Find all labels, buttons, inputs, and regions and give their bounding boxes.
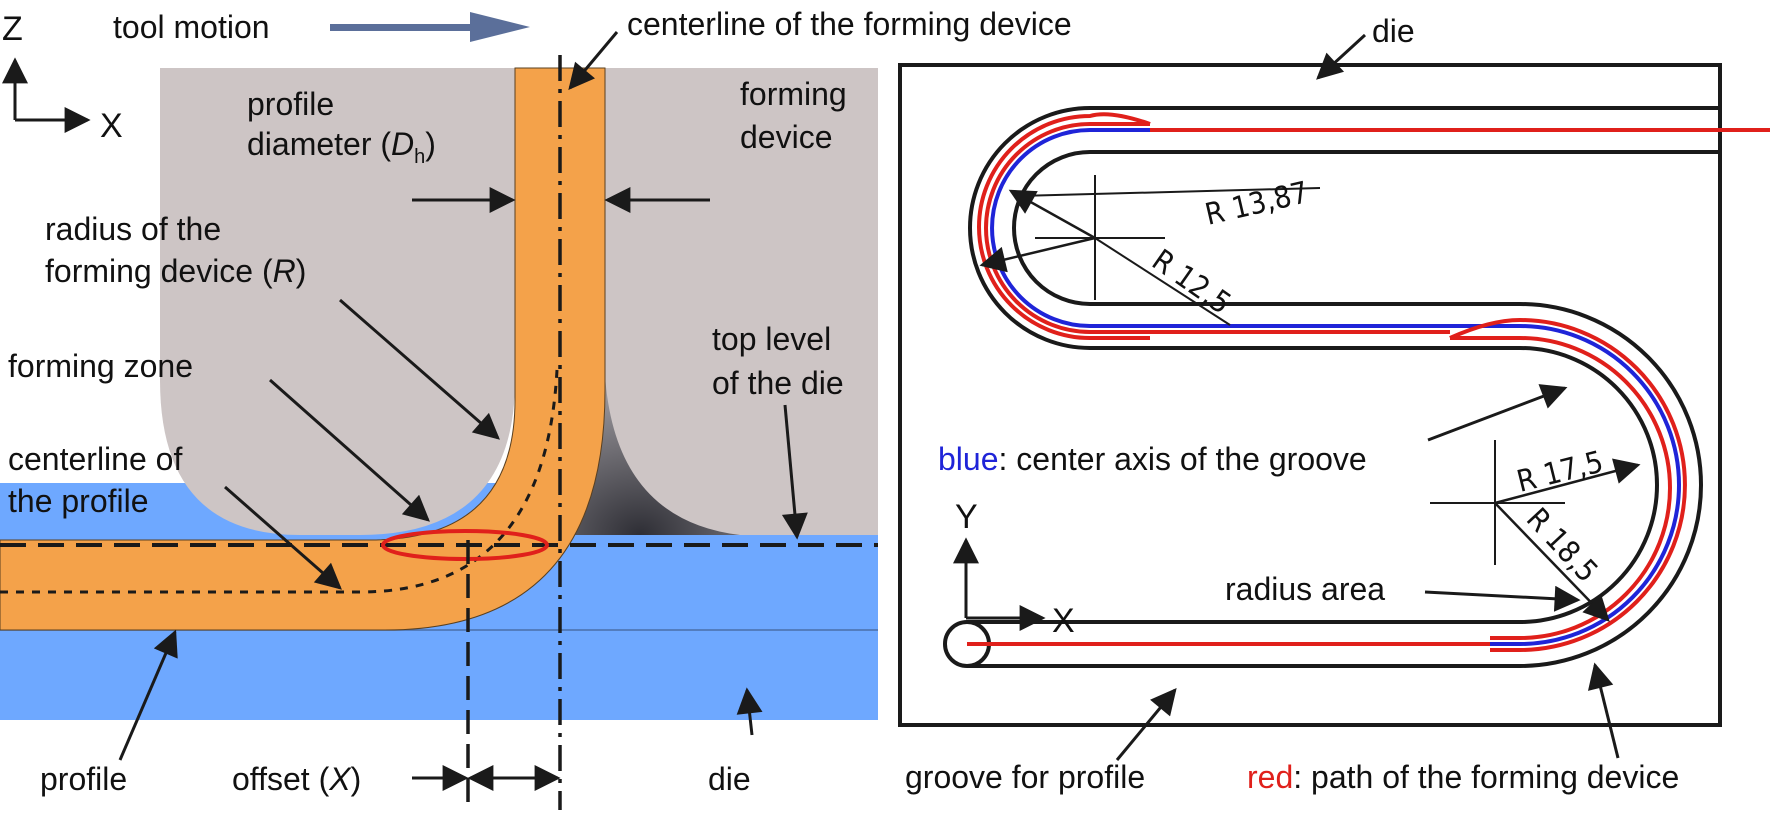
centerline-profile-pointer: [224, 485, 342, 590]
right-panel: R 13,87 R 12,5 R 17,5 R 18,5 die blue: c…: [898, 13, 1770, 795]
forming-zone-pointer: [269, 378, 430, 522]
centerline-device-pointer: [568, 31, 619, 90]
y-axis-label: Y: [955, 498, 978, 536]
radius-area-pointer: [1424, 585, 1581, 612]
left-panel: Z X tool motion centerline of the formin…: [0, 6, 1072, 810]
x-axis-label-right: X: [1052, 602, 1075, 640]
radius-label-2: forming device (R): [45, 253, 306, 289]
forming-zone-ellipse: [381, 529, 549, 561]
die-pointer-left: [736, 687, 763, 736]
groove-pointer: [1115, 687, 1177, 761]
radius-label-1: radius of the: [45, 211, 221, 247]
blue-center-axis: [990, 128, 1681, 646]
blue-legend: blue: center axis of the groove: [938, 441, 1367, 477]
x-axis-label: X: [100, 107, 123, 145]
top-level-label-2: of the die: [712, 365, 844, 401]
z-axis-label: Z: [2, 10, 23, 48]
profile-diameter-label-2: diameter (Dh): [247, 126, 436, 168]
forming-device-left: [160, 68, 515, 535]
die-label-left: die: [708, 761, 751, 797]
forming-device-label-2: device: [740, 119, 833, 155]
top-level-pointer: [781, 404, 808, 540]
forming-device-right: [605, 68, 878, 535]
profile-label: profile: [40, 761, 127, 797]
blue-pointer: [1427, 384, 1568, 442]
offset-label: offset (X): [232, 761, 361, 797]
profile-bent: [0, 67, 606, 631]
r4-arrow: [1494, 502, 1610, 622]
radius-area-label: radius area: [1225, 571, 1385, 607]
profile-pointer: [118, 629, 178, 761]
red-path-bend1: [977, 112, 1151, 340]
r3-arrow: [1494, 458, 1641, 505]
forming-zone-label: forming zone: [8, 348, 193, 384]
groove-outer: [967, 106, 1720, 624]
red-legend: red: path of the forming device: [1247, 759, 1679, 795]
groove-label: groove for profile: [905, 759, 1145, 795]
top-level-label-1: top level: [712, 321, 831, 357]
die-pointer-right: [1316, 33, 1367, 80]
die-label-right: die: [1372, 13, 1415, 49]
tool-motion-label: tool motion: [113, 9, 270, 45]
centerline-profile-label-2: the profile: [8, 483, 149, 519]
r1-arrow-b: [979, 236, 1096, 273]
profile-diameter-label-1: profile: [247, 86, 334, 122]
red-path: [967, 122, 1770, 646]
tool-motion-arrow: [330, 12, 530, 42]
radius-pointer: [339, 298, 500, 440]
r1-line: [1017, 187, 1321, 197]
centerline-device-label: centerline of the forming device: [627, 6, 1072, 42]
forming-device-label-1: forming: [740, 76, 847, 112]
centerline-profile-label-1: centerline of: [8, 441, 182, 477]
r2-line: [1094, 237, 1231, 326]
red-path-bend2: [1449, 317, 1687, 652]
r1-arrow: [1008, 189, 1096, 240]
red-pointer: [1587, 662, 1620, 759]
